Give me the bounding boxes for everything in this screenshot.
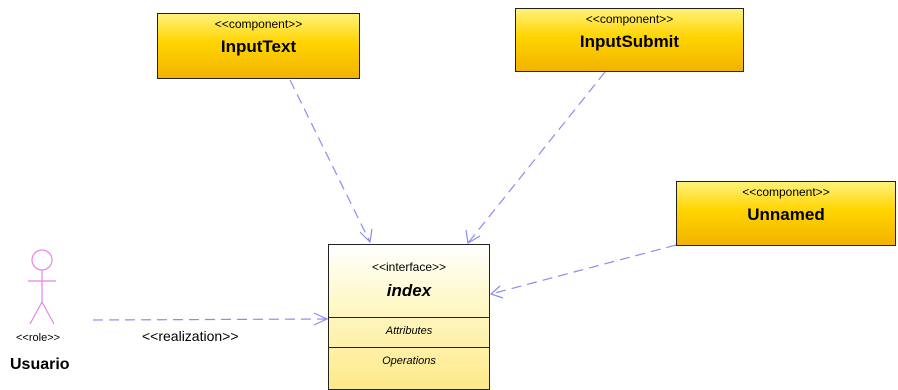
interface-name: index [386, 281, 432, 300]
interface-stereotype: <<interface>> [371, 260, 447, 274]
component-stereotype: <<component>> [742, 185, 830, 199]
component-inputtext[interactable]: <<component>> InputText [157, 13, 360, 79]
component-unnamed[interactable]: <<component>> Unnamed [676, 181, 896, 246]
realization-line [92, 318, 328, 321]
interface-header: <<interface>> index [329, 245, 489, 318]
component-name: Unnamed [747, 205, 825, 224]
dependency-unnamed-arrowhead [489, 285, 504, 299]
dependency-unnamed-line [490, 244, 677, 295]
interface-attributes-compartment[interactable]: Attributes [329, 318, 489, 348]
realization-arrowhead [313, 312, 329, 326]
actor-name: Usuario [10, 356, 70, 373]
component-name: InputText [220, 37, 297, 56]
component-stereotype: <<component>> [585, 12, 674, 26]
actor-stereotype: <<role>> [16, 332, 61, 344]
dependency-inputtext-arrowhead [359, 228, 373, 244]
realization-label: <<realization>> [142, 328, 239, 344]
dependency-inputtext-line [289, 79, 371, 243]
interface-index[interactable]: <<interface>> index Attributes Operation… [328, 244, 490, 390]
interface-operations-compartment[interactable]: Operations [382, 355, 436, 367]
component-name: InputSubmit [579, 32, 680, 51]
actor-figure-icon[interactable] [28, 249, 56, 325]
dependency-inputsubmit-arrowhead [465, 229, 481, 244]
dependency-inputsubmit-line [467, 71, 606, 244]
component-inputsubmit[interactable]: <<component>> InputSubmit [515, 8, 744, 72]
component-stereotype: <<component>> [214, 17, 303, 31]
